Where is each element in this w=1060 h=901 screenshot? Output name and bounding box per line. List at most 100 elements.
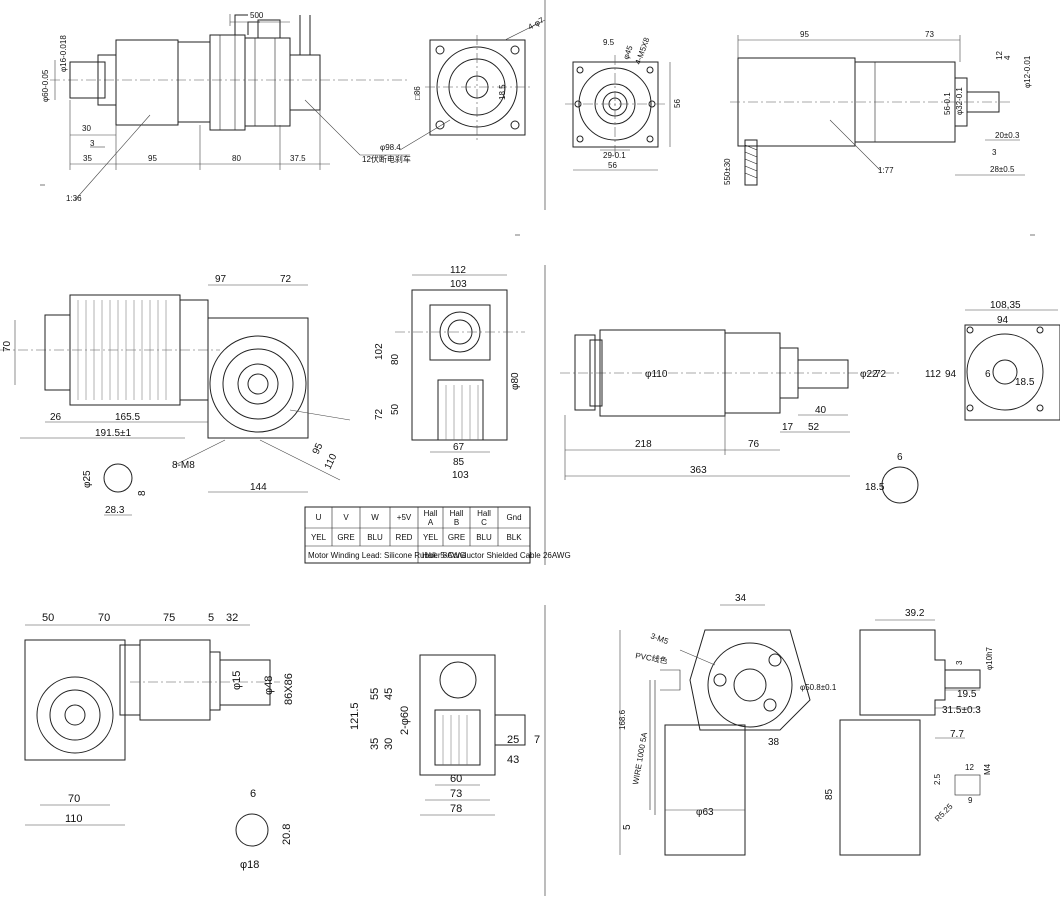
panel-3-worm-gear-bldc-motor: 97 72 70 26 165.5 191.5±1 8-M8 95 110 14… (0, 265, 571, 564)
dim-70: 70 (2, 340, 13, 352)
dim-8: 8 (137, 490, 148, 496)
table-color-cell: GRE (448, 533, 465, 542)
dim-56-horizontal: 56 (608, 161, 617, 170)
dim-95: 95 (311, 441, 326, 456)
dim-5: 5 (622, 824, 633, 830)
terminal-detail (954, 774, 981, 796)
dim-18-5: 18.5 (1015, 377, 1035, 388)
dim-3: 3 (992, 148, 997, 157)
dim-55: 55 (369, 688, 381, 700)
dim-72-vertical: 72 (374, 408, 385, 420)
dim-56-0-1: 56-0.1 (943, 92, 952, 115)
output-shaft (69, 61, 106, 99)
dim-70: 70 (98, 612, 110, 624)
dim-50: 50 (42, 612, 54, 624)
dim-73: 73 (925, 30, 934, 39)
dim-6: 6 (985, 369, 991, 380)
dim-phi80: φ80 (510, 372, 521, 390)
dim-phi98-4: φ98.4 (380, 143, 401, 152)
dim-phi22: φ22 (860, 369, 878, 380)
dim-7-7: 7.7 (950, 729, 964, 740)
motor-body (139, 639, 211, 721)
dim-60: 60 (450, 773, 462, 785)
table-header-cell: W (371, 513, 379, 522)
dim-31-5: 31.5±0.3 (942, 705, 981, 716)
dim-3: 3 (90, 139, 95, 148)
flange-front-view (429, 39, 526, 136)
dim-9-5: 9.5 (603, 38, 615, 47)
dim-20-8: 20.8 (281, 824, 293, 845)
dim-2-phi60: 2-φ60 (399, 706, 411, 735)
panel-5-worm-gear-motor: 50 70 75 5 32 φ15 φ48 86X86 70 110 6 20.… (24, 612, 540, 871)
motor-body (664, 724, 746, 856)
dim-phi10: φ10h7 (985, 646, 994, 670)
dim-12: 12 (995, 51, 1004, 60)
dim-191-5: 191.5±1 (95, 428, 132, 439)
dim-95: 95 (800, 30, 809, 39)
dim-30: 30 (383, 738, 395, 750)
dim-94-vertical: 94 (945, 369, 957, 380)
dim-35: 35 (369, 738, 381, 750)
dim-112: 112 (450, 265, 466, 276)
dim-97: 97 (215, 274, 227, 285)
dim-phi32: φ32-0.1 (955, 87, 964, 115)
dim-112: 112 (925, 369, 941, 380)
dim-75: 75 (163, 612, 175, 624)
panel-2-planetary-gear-motor: 9.5 φ45 4-M5X8 56 29-0.1 56 95 73 12 4 φ… (565, 30, 1032, 186)
dim-39-2: 39.2 (905, 608, 925, 619)
dim-5: 5 (208, 612, 214, 624)
dim-phi15: φ15 (231, 671, 243, 690)
dim-phi48: φ48 (263, 676, 275, 695)
dim-52: 52 (808, 422, 820, 433)
table-header-cell: U (316, 513, 322, 522)
panel-1-planetary-gear-motor: 500 φ16-0.018 φ60-0.05 30 3 35 95 80 37.… (41, 11, 546, 203)
brake-note: 12伏断电刹车 (362, 154, 411, 164)
dim-square-86: □86 (413, 86, 422, 100)
dim-110: 110 (323, 452, 340, 471)
dim-95: 95 (148, 154, 157, 163)
dim-3-m5: 3-M5 (649, 631, 670, 646)
dim-4-phi7: 4-φ7 (527, 15, 546, 31)
dim-phi12: φ12-0.01 (1023, 55, 1032, 88)
motor-side-view (839, 719, 921, 856)
dim-550: 550±30 (723, 158, 732, 185)
table-color-cell: BLK (506, 533, 522, 542)
dim-86x86: 86X86 (283, 673, 295, 705)
dim-3: 3 (955, 660, 964, 665)
dim-phi25: φ25 (82, 470, 93, 488)
dim-28: 28±0.5 (990, 165, 1015, 174)
table-header-cell: +5V (397, 513, 412, 522)
motor-housing (209, 34, 246, 131)
dim-40: 40 (815, 405, 827, 416)
table-color-cell: BLU (476, 533, 492, 542)
dim-phi45: φ45 (621, 44, 634, 61)
dim-18-5-key: 18.5 (865, 482, 885, 493)
dim-218: 218 (635, 439, 652, 450)
dim-r5-25: R5.25 (933, 802, 955, 824)
dim-m4: M4 (983, 763, 992, 775)
dim-76: 76 (748, 439, 760, 450)
dim-32: 32 (226, 612, 238, 624)
table-header-cell: Hall (477, 509, 491, 518)
table-header-cell: V (343, 513, 349, 522)
dim-30: 30 (82, 124, 91, 133)
worm-gearbox (24, 639, 126, 761)
dim-144: 144 (250, 482, 267, 493)
table-color-cell: BLU (367, 533, 383, 542)
dim-6: 6 (250, 788, 256, 800)
dim-103: 103 (450, 279, 467, 290)
dim-80: 80 (390, 353, 401, 365)
dim-165-5: 165.5 (115, 412, 140, 423)
dim-25: 25 (507, 734, 519, 746)
dim-78: 78 (450, 803, 462, 815)
ratio-1-36: 1:36 (66, 194, 82, 203)
dim-flange-diameter: φ60-0.05 (41, 69, 50, 102)
dim-85: 85 (453, 457, 465, 468)
shaft-keyway (235, 813, 269, 847)
dim-29: 29-0.1 (603, 151, 626, 160)
pvc-note: PVC线色 (635, 650, 669, 665)
dim-45: 45 (383, 688, 395, 700)
dim-34: 34 (735, 593, 747, 604)
